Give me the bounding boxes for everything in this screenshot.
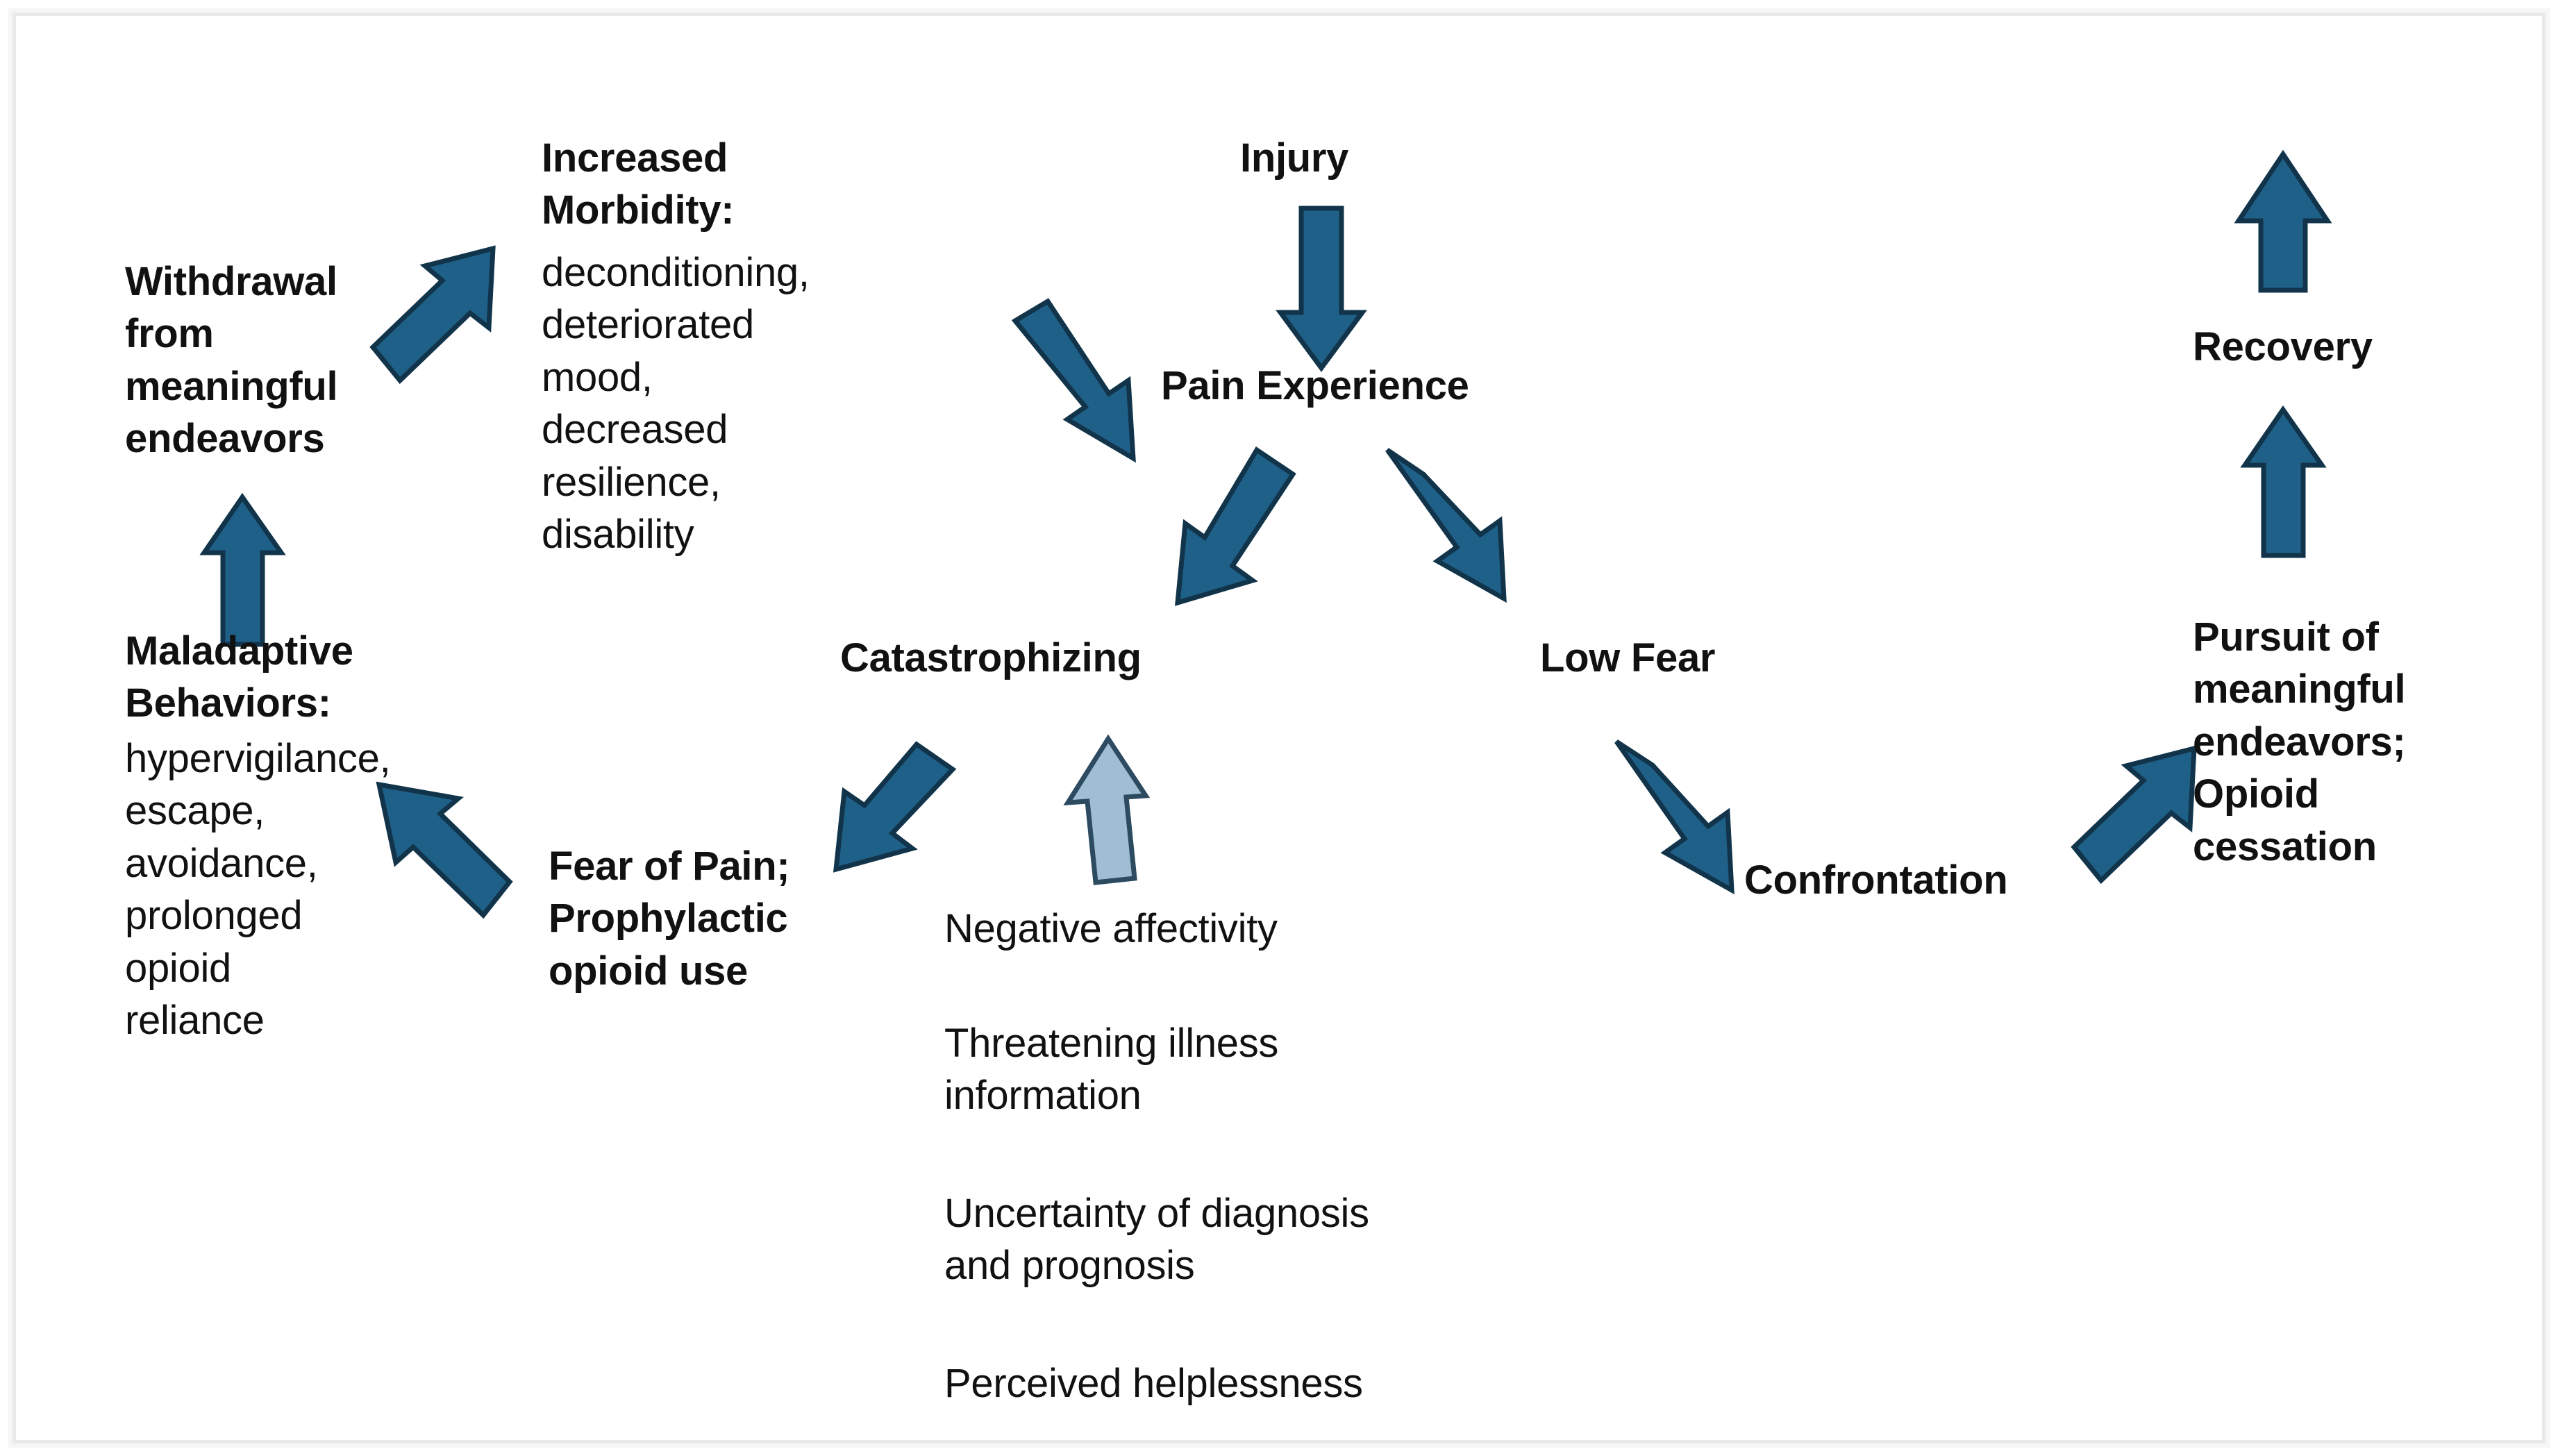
contributor-negative-affectivity: Negative affectivity	[944, 906, 1278, 951]
node-pursuit: Pursuit of meaningful endeavors; Opioid …	[2193, 614, 2406, 869]
node-pain-experience: Pain Experience	[1161, 363, 1469, 408]
contributor-perceived-helplessness: Perceived helplessness	[944, 1361, 1363, 1406]
node-increased-morbidity-items: deconditioning, deteriorated mood, decre…	[542, 250, 810, 557]
node-maladaptive-items: hypervigilance, escape, avoidance, prolo…	[125, 736, 391, 1043]
node-injury: Injury	[1240, 135, 1349, 181]
node-catastrophizing: Catastrophizing	[840, 635, 1142, 680]
contributor-uncertainty-of-diagnosis: Uncertainty of diagnosis and prognosis	[944, 1191, 1369, 1289]
node-maladaptive-heading: Maladaptive Behaviors:	[125, 628, 353, 726]
node-fear-of-pain: Fear of Pain; Prophylactic opioid use	[549, 844, 790, 994]
node-confrontation: Confrontation	[1744, 857, 2008, 903]
node-low-fear: Low Fear	[1540, 635, 1716, 680]
contributor-threatening-illness-information: Threatening illness information	[944, 1021, 1279, 1119]
node-increased-morbidity-heading: Increased Morbidity:	[542, 135, 735, 233]
node-withdrawal: Withdrawal from meaningful endeavors	[125, 259, 338, 462]
node-recovery: Recovery	[2193, 324, 2373, 369]
